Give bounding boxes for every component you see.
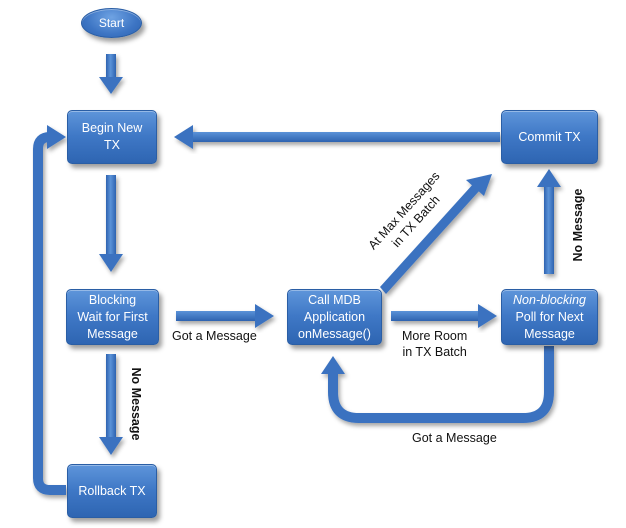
rollback-tx-node: Rollback TX xyxy=(67,464,157,518)
label-no-message-left: No Message xyxy=(128,364,144,444)
rollback-tx-label: Rollback TX xyxy=(78,483,146,498)
arrow-begin-to-blocking xyxy=(99,175,123,272)
start-node: Start xyxy=(81,8,142,38)
label-more-room: More Room in TX Batch xyxy=(402,328,467,360)
no-message-right-text: No Message xyxy=(571,188,585,262)
commit-tx-label: Commit TX xyxy=(518,129,581,144)
label-no-message-right: No Message xyxy=(570,185,586,265)
start-label: Start xyxy=(98,15,125,30)
poll-line-2: Poll for Next xyxy=(515,309,584,324)
nonblocking-poll-node: Non-blocking Poll for Next Message xyxy=(501,289,598,345)
arrow-callmdb-to-commit xyxy=(380,174,492,294)
no-message-left-text: No Message xyxy=(129,367,143,441)
arrow-start-to-begin xyxy=(99,54,123,94)
begin-new-tx-node: Begin New TX xyxy=(67,110,157,164)
callmdb-line-2: Application xyxy=(303,309,366,324)
poll-line-3: Message xyxy=(524,326,575,341)
commit-tx-node: Commit TX xyxy=(501,110,598,164)
blocking-line-3: Message xyxy=(87,326,138,341)
begin-tx-line-2: TX xyxy=(104,138,120,152)
label-got-a-message-1: Got a Message xyxy=(172,328,257,344)
arrow-callmdb-to-poll xyxy=(391,304,497,328)
got-message-2-text: Got a Message xyxy=(412,431,497,445)
arrow-blocking-to-rollback xyxy=(99,354,123,455)
more-room-line-1: More Room xyxy=(402,329,468,343)
arrow-commit-to-begin xyxy=(174,125,500,149)
callmdb-line-3: onMessage() xyxy=(298,326,371,341)
begin-tx-line-1: Begin New xyxy=(81,121,143,135)
blocking-line-1: Blocking xyxy=(88,292,137,307)
blocking-line-2: Wait for First xyxy=(77,309,148,324)
label-got-a-message-2: Got a Message xyxy=(412,430,497,446)
arrow-rollback-loop-to-begin xyxy=(33,125,66,495)
arrow-poll-loop-to-callmdb xyxy=(321,346,554,423)
callmdb-line-1: Call MDB xyxy=(308,292,361,307)
got-message-1-text: Got a Message xyxy=(172,329,257,343)
arrow-poll-to-commit xyxy=(537,169,561,274)
call-mdb-node: Call MDB Application onMessage() xyxy=(287,289,382,345)
more-room-line-2: in TX Batch xyxy=(402,345,467,359)
arrow-blocking-to-callmdb xyxy=(176,304,274,328)
poll-line-1: Non-blocking xyxy=(513,292,586,307)
blocking-wait-node: Blocking Wait for First Message xyxy=(66,289,159,345)
